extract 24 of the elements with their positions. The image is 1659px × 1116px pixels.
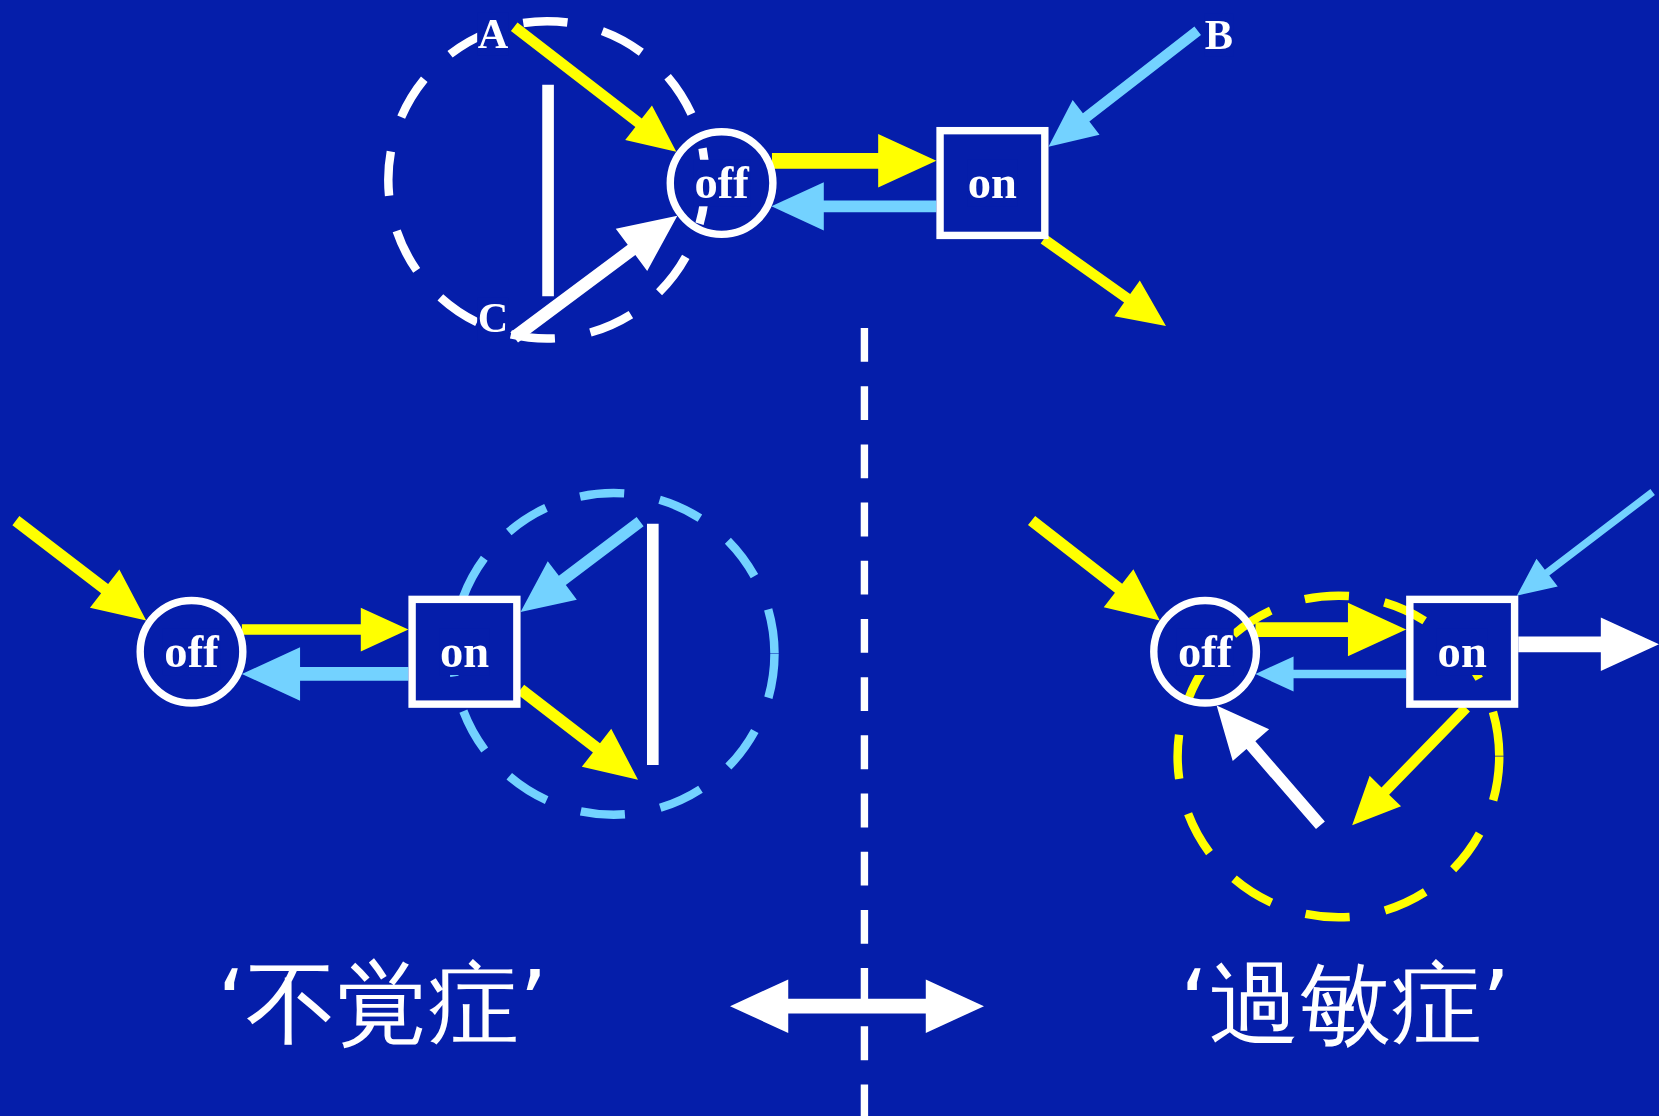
arrow xyxy=(510,215,678,343)
state-box: on xyxy=(1406,595,1519,708)
arrow xyxy=(1028,516,1160,621)
condition-label: ‘不覚症’ xyxy=(216,957,548,1049)
arrow xyxy=(1518,617,1659,672)
arrow xyxy=(1255,656,1407,692)
arrow xyxy=(12,515,147,621)
state-circle: off xyxy=(666,128,777,239)
arrow xyxy=(1040,234,1166,326)
arrow xyxy=(510,22,677,152)
arrow xyxy=(1255,602,1407,657)
arrow xyxy=(1216,705,1325,830)
arrow xyxy=(520,516,644,613)
arrow xyxy=(241,607,409,652)
condition-label: ‘過敏症’ xyxy=(1179,957,1511,1049)
state-circle: off xyxy=(1150,596,1261,707)
arrow xyxy=(241,647,409,701)
state-box: on xyxy=(408,595,521,708)
arrow xyxy=(771,182,937,231)
state-circle: off xyxy=(136,596,247,707)
arrow xyxy=(1516,489,1655,596)
state-box: on xyxy=(936,126,1049,240)
arrow xyxy=(1048,26,1201,147)
arrow xyxy=(771,134,937,188)
